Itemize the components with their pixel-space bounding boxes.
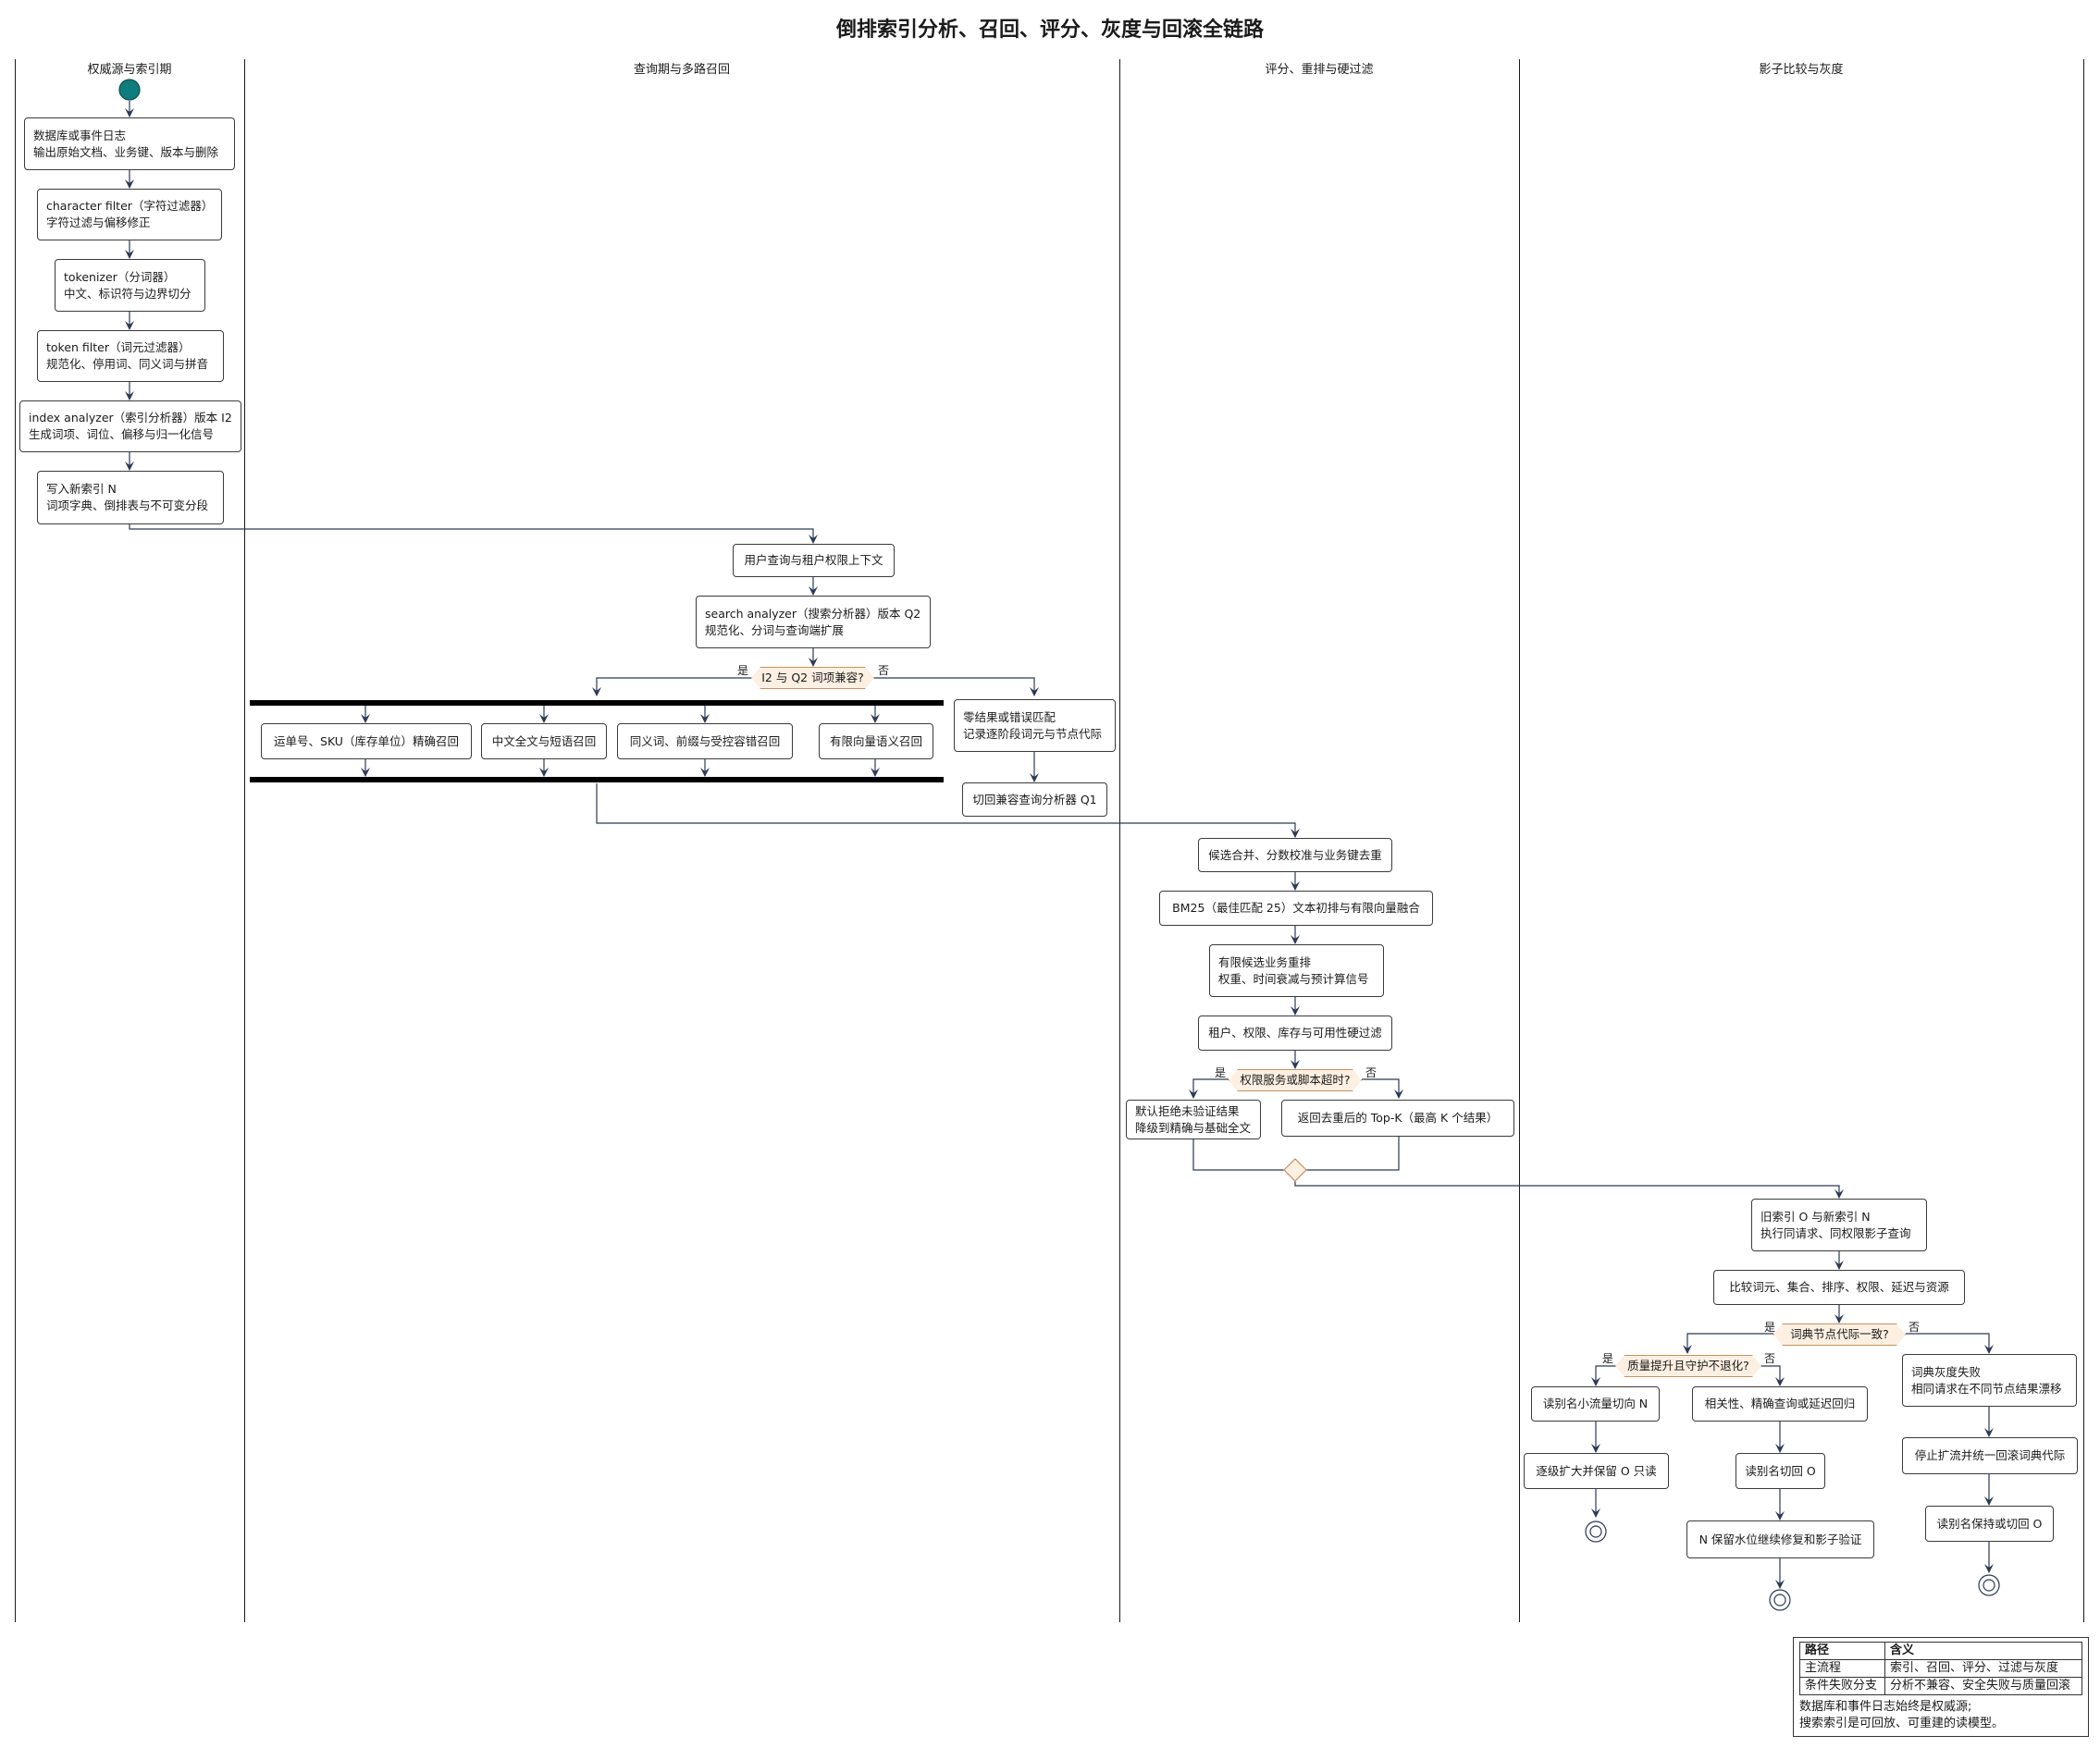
yes-label: 是	[737, 664, 749, 677]
compare-node: 比较词元、集合、排序、权限、延迟与资源	[1713, 1270, 1965, 1305]
no-label: 否	[1909, 1321, 1921, 1334]
exact-recall-node: 运单号、SKU（库存单位）精确召回	[261, 723, 472, 759]
watermark-repair-node: N 保留水位继续修复和影子验证	[1686, 1520, 1874, 1558]
bm25-node: BM25（最佳匹配 25）文本初排与有限向量融合	[1159, 891, 1433, 926]
no-label: 否	[1764, 1352, 1776, 1365]
lane-divider	[1519, 59, 1520, 1622]
shadow-query-node: 旧索引 O 与新索引 N 执行同请求、同权限影子查询	[1751, 1199, 1927, 1251]
lane-title-shadow: 影子比较与灰度	[1759, 63, 1844, 77]
join-bar	[250, 777, 944, 782]
quality-decision: 质量提升且守护不退化?	[1615, 1355, 1761, 1377]
deny-default-node: 默认拒绝未验证结果 降级到精确与基础全文	[1126, 1100, 1261, 1139]
end-node	[1978, 1574, 2000, 1596]
search-analyzer-node: search analyzer（搜索分析器）版本 Q2 规范化、分词与查询端扩展	[696, 596, 931, 648]
rerank-node: 有限候选业务重排 权重、时间衰减与预计算信号	[1209, 944, 1384, 997]
source-node: 数据库或事件日志 输出原始文档、业务键、版本与删除	[24, 117, 235, 170]
legend-note: 数据库和事件日志始终是权威源; 搜索索引是可回放、可重建的读模型。	[1799, 1700, 2005, 1730]
no-label: 否	[878, 664, 890, 677]
yes-label: 是	[1764, 1321, 1776, 1334]
alias-keep-node: 读别名保持或切回 O	[1925, 1506, 2054, 1542]
stop-rollout-node: 停止扩流并统一回滚词典代际	[1902, 1437, 2078, 1474]
merge-node: 候选合并、分数校准与业务键去重	[1198, 838, 1392, 872]
lane-divider	[2083, 59, 2084, 1622]
hard-filter-node: 租户、权限、库存与可用性硬过滤	[1198, 1016, 1392, 1051]
index-analyzer-node: index analyzer（索引分析器）版本 I2 生成词项、词位、偏移与归一…	[19, 400, 241, 452]
merge-diamond	[1283, 1158, 1307, 1182]
character-filter-node: character filter（字符过滤器） 字符过滤与偏移修正	[37, 189, 222, 240]
expand-rollout-node: 逐级扩大并保留 O 只读	[1524, 1453, 1669, 1489]
dictionary-failure-node: 词典灰度失败 相同请求在不同节点结果漂移	[1902, 1354, 2077, 1407]
yes-label: 是	[1602, 1352, 1614, 1365]
no-label: 否	[1365, 1066, 1377, 1079]
end-node	[1769, 1589, 1791, 1611]
legend: 路径 含义 主流程 索引、召回、评分、过滤与灰度 条件失败分支 分析不兼容、安全…	[1793, 1637, 2089, 1737]
lane-title-index: 权威源与索引期	[87, 63, 172, 77]
legend-table: 路径 含义 主流程 索引、召回、评分、过滤与灰度 条件失败分支 分析不兼容、安全…	[1798, 1642, 2082, 1695]
lane-title-query: 查询期与多路召回	[633, 63, 730, 77]
diagram-title: 倒排索引分析、召回、评分、灰度与回滚全链路	[835, 18, 1264, 42]
lane-divider	[244, 59, 245, 1622]
synonym-recall-node: 同义词、前缀与受控容错召回	[617, 723, 793, 759]
lane-title-scoring: 评分、重排与硬过滤	[1265, 63, 1374, 77]
legend-cell: 条件失败分支	[1798, 1677, 1886, 1695]
legend-header-path: 路径	[1798, 1642, 1886, 1660]
fallback-analyzer-node: 切回兼容查询分析器 Q1	[962, 782, 1107, 817]
start-node	[118, 79, 141, 101]
timeout-decision: 权限服务或脚本超时?	[1229, 1069, 1362, 1091]
topk-node: 返回去重后的 Top-K（最高 K 个结果）	[1281, 1100, 1514, 1137]
write-index-node: 写入新索引 N 词项字典、倒排表与不可变分段	[37, 471, 224, 524]
end-node	[1585, 1520, 1607, 1543]
legend-cell: 分析不兼容、安全失败与质量回滚	[1884, 1677, 2082, 1695]
legend-cell: 主流程	[1798, 1659, 1886, 1678]
fork-bar	[250, 700, 944, 706]
zero-result-node: 零结果或错误匹配 记录逐阶段词元与节点代际	[954, 699, 1116, 752]
alias-rollback-node: 读别名切回 O	[1736, 1453, 1825, 1489]
vector-recall-node: 有限向量语义召回	[819, 723, 933, 759]
canary-switch-node: 读别名小流量切向 N	[1531, 1386, 1660, 1422]
compat-decision: I2 与 Q2 词项兼容?	[751, 667, 874, 689]
legend-cell: 索引、召回、评分、过滤与灰度	[1884, 1659, 2082, 1678]
lane-divider	[15, 59, 16, 1622]
token-filter-node: token filter（词元过滤器） 规范化、停用词、同义词与拼音	[37, 330, 224, 382]
fulltext-recall-node: 中文全文与短语召回	[481, 723, 607, 759]
yes-label: 是	[1215, 1066, 1227, 1079]
legend-header-meaning: 含义	[1884, 1642, 2082, 1660]
regression-node: 相关性、精确查询或延迟回归	[1692, 1386, 1868, 1422]
lane-divider	[1119, 59, 1120, 1622]
dictionary-decision: 词典节点代际一致?	[1773, 1323, 1906, 1346]
user-query-node: 用户查询与租户权限上下文	[733, 544, 895, 577]
tokenizer-node: tokenizer（分词器） 中文、标识符与边界切分	[55, 259, 205, 312]
